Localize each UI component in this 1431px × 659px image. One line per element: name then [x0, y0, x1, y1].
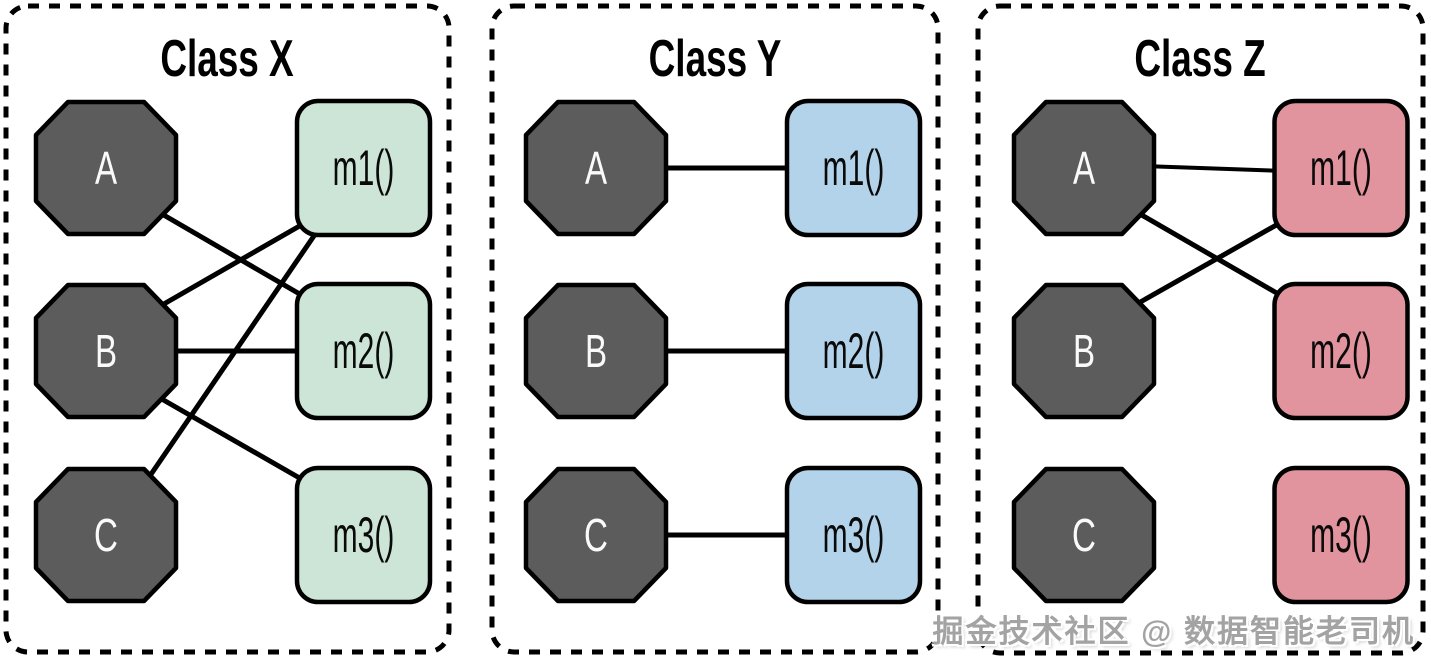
node-octagon-y-b	[523, 282, 669, 420]
panel-class-x: Class X A B C m1() m2() m3()	[3, 3, 452, 655]
edge-z-a-m2	[1118, 200, 1290, 302]
edge-x-a-m2	[140, 200, 313, 303]
method-box-x-m2	[294, 281, 433, 421]
node-octagon-x-b	[33, 282, 179, 420]
node-label-z-c: C	[1072, 511, 1096, 561]
method-label-x-m2: m2()	[333, 323, 395, 379]
panel-border-class-z	[975, 3, 1426, 656]
node-label-y-a: A	[585, 144, 607, 194]
node-octagon-x-a	[33, 99, 179, 237]
edge-x-b-m1	[140, 217, 313, 319]
node-octagon-z-a	[1011, 99, 1157, 237]
node-label-x-c: C	[94, 511, 118, 561]
edge-z-a-m1	[1140, 164, 1286, 173]
node-octagon-y-c	[523, 466, 669, 604]
node-label-x-a: A	[95, 144, 117, 194]
method-label-z-m2: m2()	[1310, 323, 1372, 379]
node-octagon-x-c	[33, 466, 179, 604]
method-label-z-m1: m1()	[1310, 140, 1372, 196]
method-box-y-m3	[784, 465, 923, 605]
panel-border-class-y	[489, 3, 941, 655]
method-label-z-m3: m3()	[1310, 507, 1372, 563]
edge-x-b-m3	[143, 387, 313, 487]
watermark-text: 掘金技术社区 @ 数据智能老司机	[932, 614, 1415, 649]
node-octagon-y-a	[523, 99, 669, 237]
method-label-x-m1: m1()	[333, 140, 395, 196]
method-box-z-m1	[1272, 98, 1410, 238]
edge-z-b-m1	[1118, 216, 1290, 316]
node-octagon-z-b	[1011, 282, 1157, 420]
edge-x-c-m1	[140, 227, 321, 489]
method-box-y-m2	[784, 281, 923, 421]
method-box-z-m2	[1272, 281, 1410, 421]
method-box-z-m3	[1272, 465, 1410, 605]
method-label-y-m2: m2()	[823, 323, 885, 379]
method-label-x-m3: m3()	[333, 507, 395, 563]
node-octagon-z-c	[1011, 466, 1157, 604]
class-y-edges	[655, 165, 799, 538]
node-label-y-b: B	[585, 327, 607, 377]
panel-title-class-y: Class Y	[649, 29, 782, 88]
panel-class-z: Class Z A B C m1() m2() m3()	[975, 3, 1426, 656]
method-label-y-m3: m3()	[823, 507, 885, 563]
node-label-y-c: C	[584, 511, 608, 561]
method-box-x-m1	[294, 98, 433, 238]
method-label-y-m1: m1()	[823, 140, 885, 196]
panel-title-class-z: Class Z	[1134, 29, 1265, 88]
node-label-z-b: B	[1073, 327, 1095, 377]
panel-border-class-x	[3, 3, 452, 655]
class-x-edges	[140, 200, 321, 489]
panel-title-class-x: Class X	[160, 29, 293, 88]
method-box-x-m3	[294, 465, 433, 605]
node-label-z-a: A	[1073, 144, 1095, 194]
node-label-x-b: B	[95, 327, 117, 377]
method-box-y-m1	[784, 98, 923, 238]
class-z-edges	[1118, 164, 1290, 316]
panel-class-y: Class Y A B C m1() m2() m3()	[489, 3, 941, 655]
